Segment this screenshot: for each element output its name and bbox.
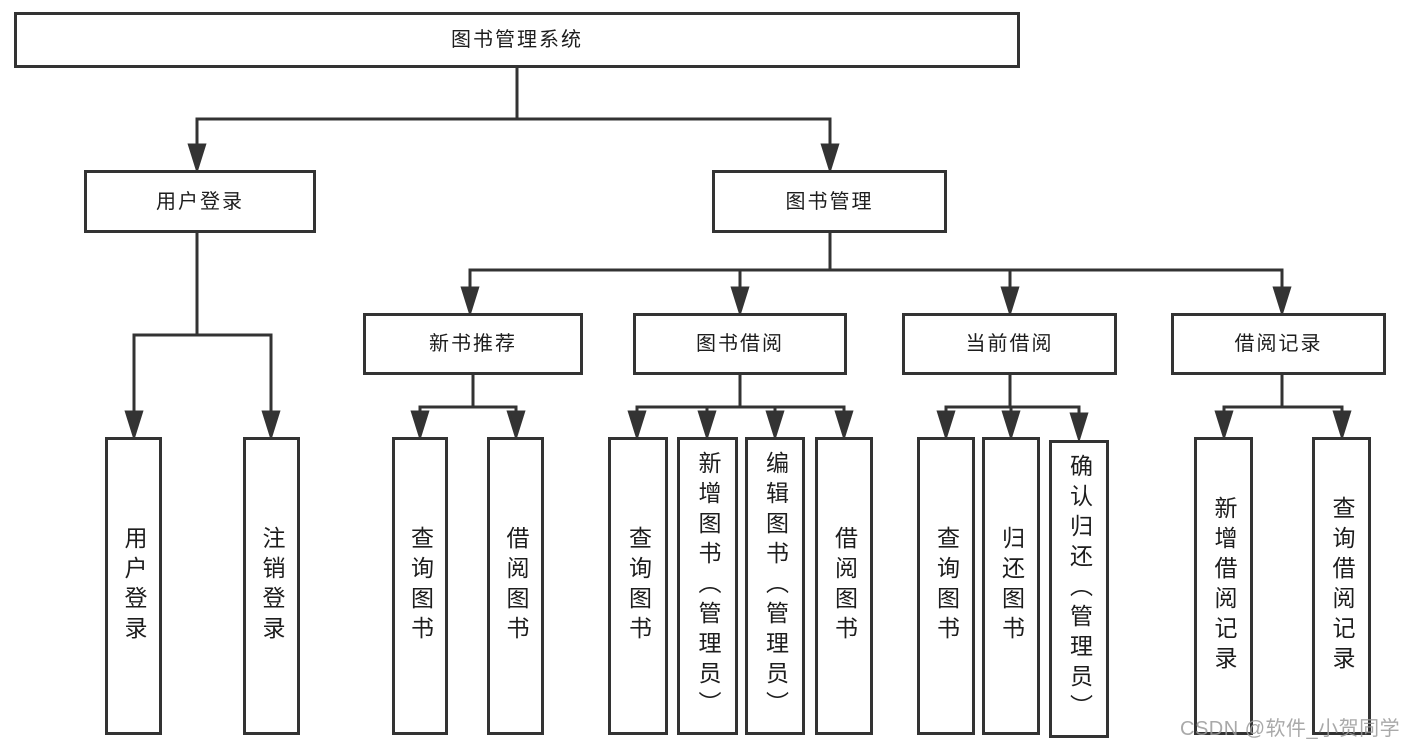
leaf-borrow-books-recommend: 借阅图书 — [487, 437, 544, 735]
node-book-borrow: 图书借阅 — [633, 313, 847, 375]
node-user-login: 用户登录 — [84, 170, 316, 233]
leaf-query-books-borrow: 查询图书 — [608, 437, 668, 735]
leaf-user-login: 用户登录 — [105, 437, 162, 735]
connector-book-management-split — [460, 233, 1292, 318]
node-borrow-records: 借阅记录 — [1171, 313, 1386, 375]
leaf-add-book-admin: 新增图书（管理员） — [677, 437, 738, 735]
connector-current-borrow-split — [936, 375, 1089, 444]
leaf-confirm-return-admin: 确认归还（管理员） — [1049, 440, 1109, 738]
arrowhead — [1214, 410, 1234, 442]
leaf-add-borrow-record: 新增借阅记录 — [1194, 437, 1253, 735]
arrowhead — [765, 410, 785, 442]
connector-book-borrow-split — [627, 375, 854, 442]
arrowhead — [730, 286, 750, 318]
arrowhead — [1000, 286, 1020, 318]
node-root: 图书管理系统 — [14, 12, 1020, 68]
arrowhead — [1272, 286, 1292, 318]
connector-user-login-split — [124, 233, 281, 442]
arrowhead — [627, 410, 647, 442]
node-book-management: 图书管理 — [712, 170, 947, 233]
leaf-edit-book-admin: 编辑图书（管理员） — [745, 437, 805, 735]
arrowhead — [506, 410, 526, 442]
leaf-borrow-books: 借阅图书 — [815, 437, 873, 735]
leaf-query-books-current: 查询图书 — [917, 437, 975, 735]
leaf-query-borrow-record: 查询借阅记录 — [1312, 437, 1371, 735]
arrowhead — [1069, 412, 1089, 444]
node-current-borrow: 当前借阅 — [902, 313, 1117, 375]
arrowhead — [410, 410, 430, 442]
arrowhead — [1001, 410, 1021, 442]
watermark: CSDN @软件_小贺同学 — [1180, 718, 1401, 740]
leaf-return-book: 归还图书 — [982, 437, 1040, 735]
arrowhead — [187, 143, 207, 175]
arrowhead — [820, 143, 840, 175]
connector-root-split — [187, 68, 840, 175]
arrowhead — [460, 286, 480, 318]
arrowhead — [936, 410, 956, 442]
arrowhead — [1332, 410, 1352, 442]
arrowhead — [697, 410, 717, 442]
arrowhead — [834, 410, 854, 442]
leaf-query-books-recommend: 查询图书 — [392, 437, 448, 735]
leaf-logout: 注销登录 — [243, 437, 300, 735]
connector-borrow-records-split — [1214, 375, 1352, 442]
arrowhead — [261, 410, 281, 442]
node-new-book-recommend: 新书推荐 — [363, 313, 583, 375]
arrowhead — [124, 410, 144, 442]
connector-new-book-recommend-split — [410, 375, 526, 442]
